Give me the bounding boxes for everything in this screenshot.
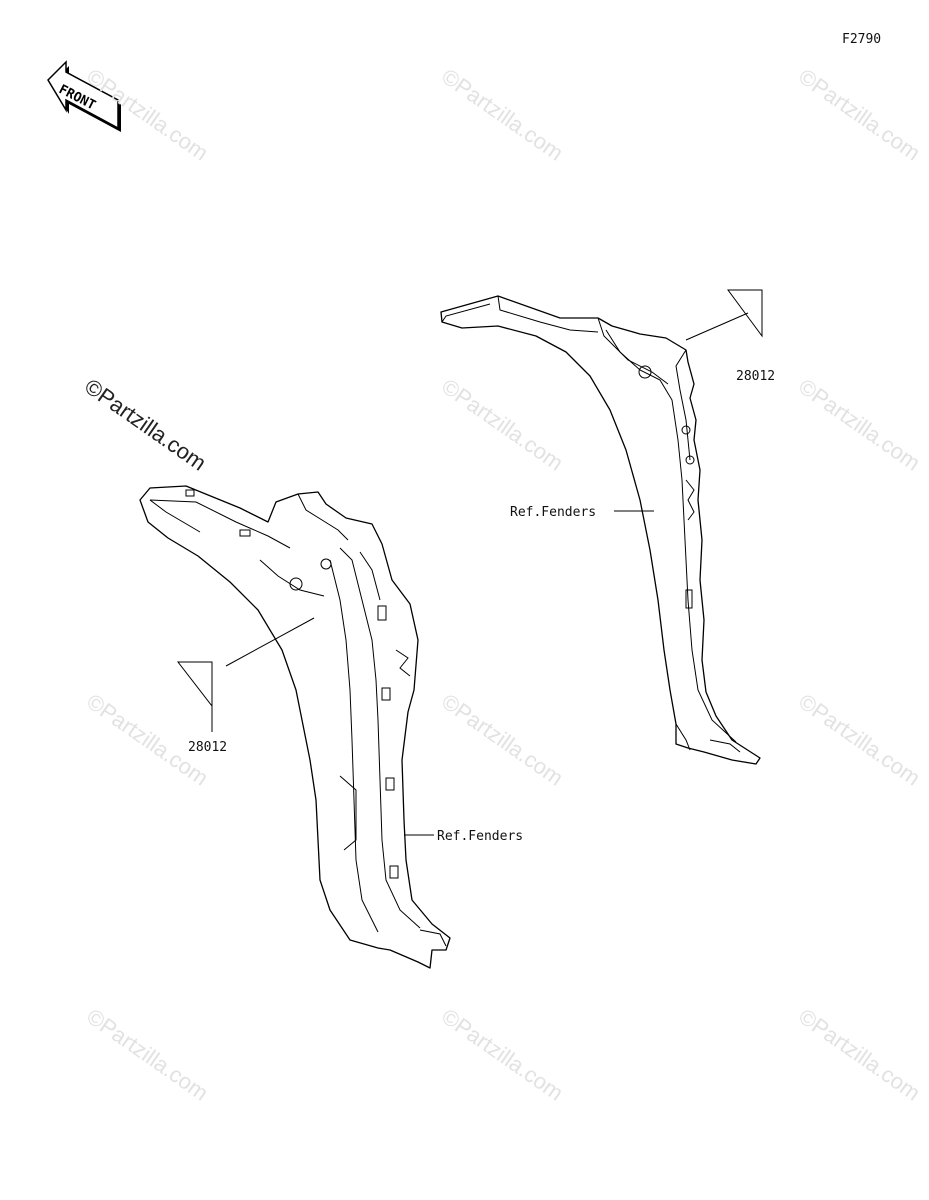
front-direction-arrow-icon: FRONT (47, 60, 121, 132)
diagram-code: F2790 (842, 32, 881, 47)
watermark: ©Partzilla.com (794, 1004, 925, 1106)
right-label-callout: 28012 (685, 289, 775, 384)
watermark: ©Partzilla.com (437, 374, 568, 476)
right-fender-ref: Ref.Fenders (510, 505, 654, 520)
watermark: ©Partzilla.com (82, 1004, 213, 1106)
watermark: ©Partzilla.com (437, 64, 568, 166)
watermark: ©Partzilla.com (437, 1004, 568, 1106)
label-triangle-icon (727, 289, 763, 338)
watermark: ©Partzilla.com (794, 64, 925, 166)
part-number-28012-left: 28012 (188, 740, 227, 755)
watermark: ©Partzilla.com (437, 689, 568, 791)
left-fender-ref: Ref.Fenders (404, 829, 523, 844)
watermark-dark: ©Partzilla.com (80, 374, 211, 476)
left-fender-panel (139, 485, 451, 969)
part-number-28012-right: 28012 (736, 369, 775, 384)
watermark: ©Partzilla.com (794, 689, 925, 791)
ref-fenders-left: Ref.Fenders (437, 829, 523, 844)
ref-fenders-right: Ref.Fenders (510, 505, 596, 520)
left-label-callout: 28012 (176, 617, 315, 755)
watermark-layer: ©Partzilla.com ©Partzilla.com ©Partzilla… (82, 64, 925, 1106)
right-fender-panel (440, 295, 761, 765)
watermark: ©Partzilla.com (794, 374, 925, 476)
label-triangle-icon (176, 661, 213, 708)
